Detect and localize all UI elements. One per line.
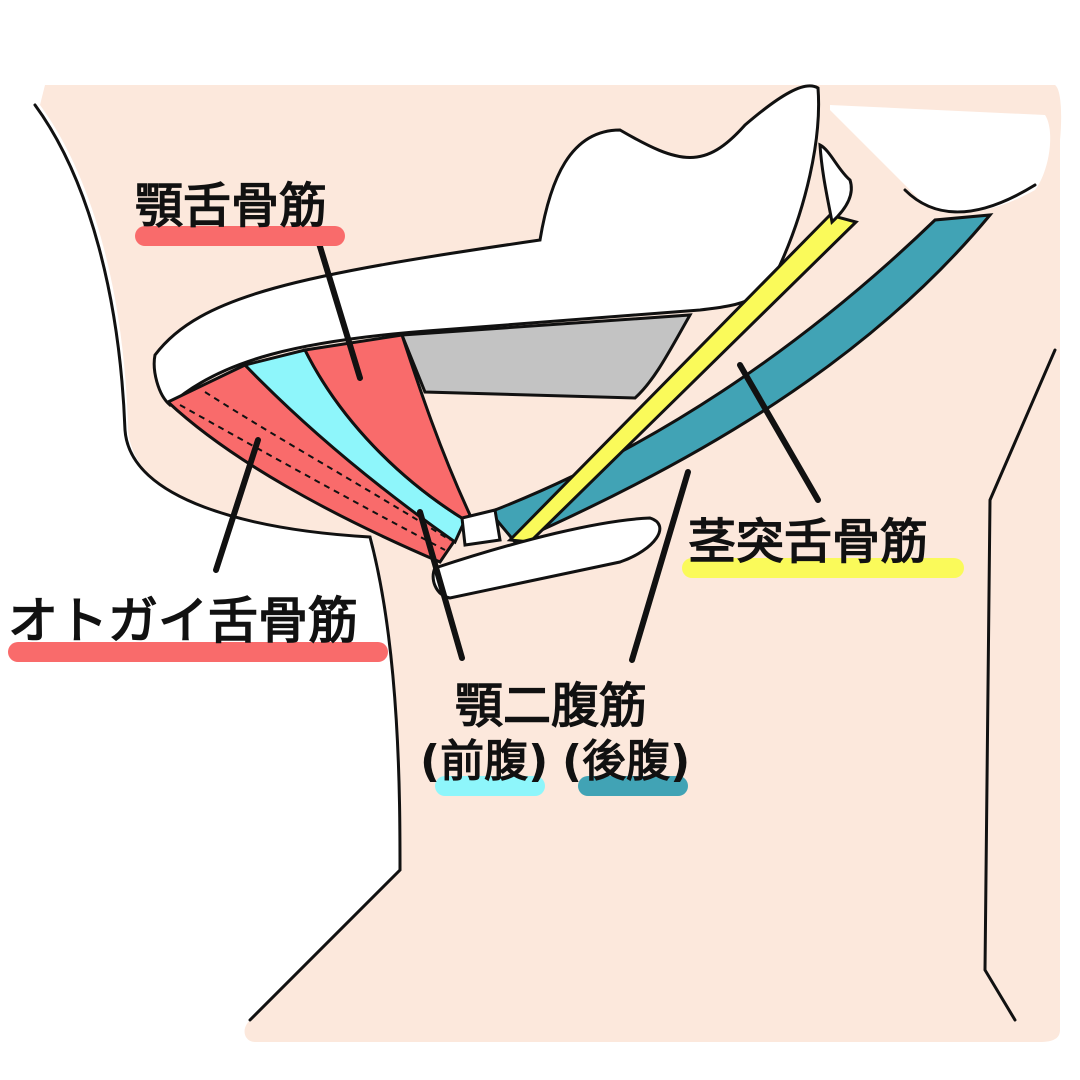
leader-anterior-belly [417, 509, 465, 661]
leader-posterior-belly [629, 469, 691, 663]
label-mylohyoid: 顎舌骨筋 [135, 178, 328, 234]
label-stylohyoid: 茎突舌骨筋 [688, 514, 929, 570]
underline-anterior-belly [435, 776, 545, 796]
label-posterior-belly: (後腹) [562, 736, 691, 787]
gray-region [399, 313, 693, 400]
tendon-loop [460, 508, 502, 547]
leader-geniohyoid [213, 437, 261, 573]
underline-mylohyoid [135, 226, 345, 246]
underline-posterior-belly [578, 776, 688, 796]
label-digastric: 顎二腹筋 [455, 678, 648, 734]
styloid-process [818, 142, 853, 225]
leader-lines [213, 237, 821, 663]
leader-stylohyoid [737, 362, 821, 503]
label-anterior-belly: (前腹) [420, 736, 549, 787]
mandible [152, 84, 821, 407]
geniohyoid-dashes [179, 391, 451, 551]
underline-geniohyoid [8, 642, 388, 662]
underline-stylohyoid [682, 558, 964, 578]
label-geniohyoid: オトガイ舌骨筋 [8, 592, 358, 650]
head-white-area [830, 105, 1051, 213]
outline-strokes [33, 103, 1057, 1022]
hyoid-bone [431, 516, 662, 600]
leader-mylohyoid [315, 237, 363, 381]
